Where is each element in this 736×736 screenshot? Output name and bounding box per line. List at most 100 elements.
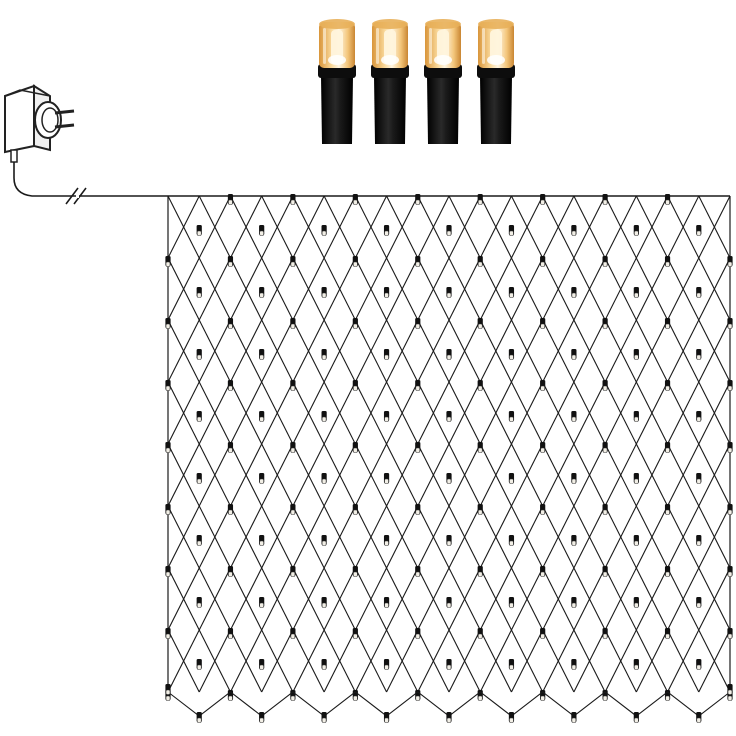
net-led-bulb [633,349,639,360]
net-led-bulb [383,473,390,484]
net-led-bulb [696,597,702,608]
net-led-bulb [259,473,265,484]
net-led-bulb [165,566,171,577]
net-led-bulb [290,380,296,391]
net-led-bulb [477,504,483,515]
net-led-bulb [664,628,671,639]
net-led-bulb [540,628,546,639]
net-led-bulb [508,411,515,422]
net-led-bulb [477,194,483,205]
net-led-bulb [259,659,265,670]
net-led-bulb [383,287,390,298]
warm-white-bulb-icon [477,19,515,144]
net-led-bulb [477,442,483,453]
feed-cable [13,162,168,205]
net-led-bulb [196,225,202,236]
net-led-bulb [508,712,515,723]
net-led-bulb [571,712,577,723]
net-led-bulb [321,535,327,546]
net-led-bulb [321,225,327,236]
net-led-bulb [415,504,421,515]
net-led-bulb [415,380,421,391]
net-led-bulb [383,597,390,608]
net-led-bulb [571,411,577,422]
net-led-bulb [446,535,452,546]
net-led-bulb [352,380,358,391]
net-led-bulb [352,318,358,329]
net-led-bulb [259,349,265,360]
net-led-bulb [227,318,234,329]
net-led-bulb [446,225,452,236]
net-led-bulb [321,659,327,670]
net-led-bulb [602,380,608,391]
plug-adapter-icon [4,84,75,163]
net-led-bulb [696,287,702,298]
net-led-bulb [165,318,171,329]
net-led-bulb [259,411,265,422]
net-led-bulb [196,712,202,723]
net-led-bulb [165,256,171,267]
net-led-bulb [540,256,546,267]
net-led-bulb [602,256,608,267]
net-led-bulb [540,442,546,453]
net-led-bulb [446,287,452,298]
net-led-bulb [571,473,577,484]
net-led-bulb [602,504,608,515]
net-led-bulb [727,380,733,391]
net-led-bulb [290,442,296,453]
net-led-bulb [727,318,733,329]
net-led-bulb [196,535,202,546]
net-led-bulb [633,597,639,608]
net-led-bulb [602,442,608,453]
net-led-bulb [508,535,515,546]
net-led-bulb [508,659,515,670]
net-led-bulb [165,504,171,515]
net-led-bulb [321,597,327,608]
net-led-bulb [446,659,452,670]
net-led-bulb [196,349,202,360]
net-led-bulb [259,287,265,298]
net-led-bulb [227,628,234,639]
net-led-bulb [196,659,202,670]
net-led-bulb [727,684,733,695]
net-led-bulb [383,225,390,236]
net-led-bulb [259,597,265,608]
net-led-bulb [415,194,421,205]
net-led-bulb [633,712,639,723]
net-led-bulb [602,194,608,205]
net-led-bulb [259,225,265,236]
net-led-bulb [290,318,296,329]
net-led-bulb [571,659,577,670]
net-led-bulb [352,566,358,577]
net-led-bulb [321,712,327,723]
net-led-bulb [165,442,171,453]
net-led-bulb [696,411,702,422]
net-led-bulb [633,659,639,670]
net-led-bulb [540,380,546,391]
net-led-bulb [633,411,639,422]
net-led-bulb [633,287,639,298]
warm-white-bulb-icon [371,19,409,144]
net-led-bulb [415,566,421,577]
net-led-bulb [196,473,202,484]
net-led-bulb [664,504,671,515]
net-led-bulb [165,380,171,391]
net-led-bulb [727,628,733,639]
warm-white-bulb-icon [318,19,356,144]
net-led-bulb [727,256,733,267]
net-led-bulb [259,535,265,546]
net-led-bulb [165,628,171,639]
net-led-bulb [540,566,546,577]
net-led-bulb [446,712,452,723]
net-led-bulb [477,318,483,329]
net-led-bulb [508,287,515,298]
net-led-bulb [383,535,390,546]
net-led-bulb [227,194,234,205]
net-led-bulb [352,504,358,515]
net-led-bulb [664,442,671,453]
net-led-bulb [446,411,452,422]
net-led-bulb [571,597,577,608]
net-led-bulb [352,628,358,639]
net-led-bulb [446,349,452,360]
